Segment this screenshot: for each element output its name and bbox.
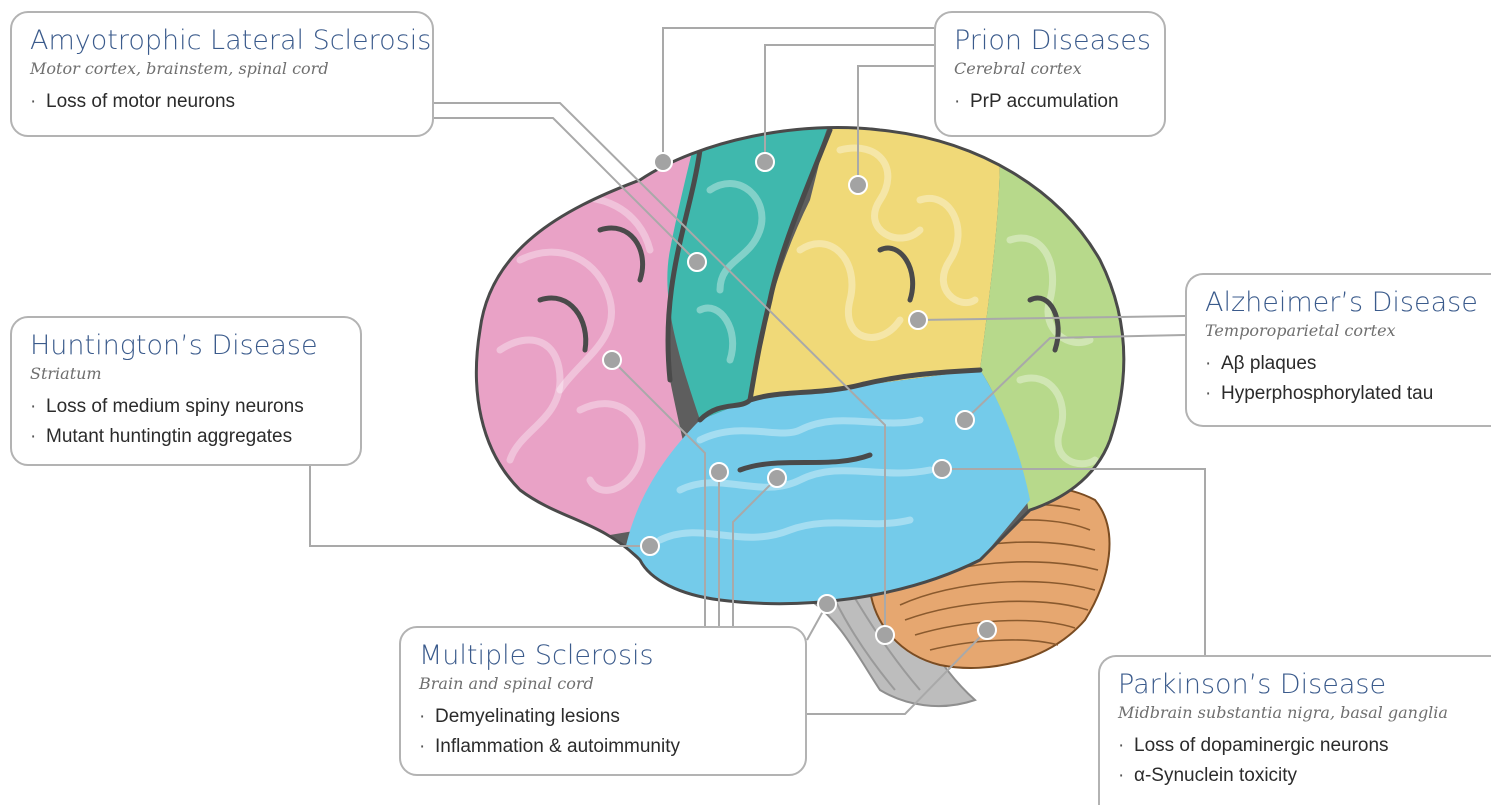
card-subtitle: Temporoparietal cortex bbox=[1205, 319, 1473, 343]
bullet-item: ·Mutant huntingtin aggregates bbox=[30, 422, 342, 452]
card-subtitle: Striatum bbox=[30, 362, 342, 386]
bullet-dot: · bbox=[30, 87, 46, 117]
card-bullets: ·Loss of motor neurons bbox=[30, 87, 414, 117]
bullet-text: Mutant huntingtin aggregates bbox=[46, 426, 292, 447]
card-title: Multiple Sclerosis bbox=[419, 640, 787, 672]
marker-brainstem bbox=[876, 626, 894, 644]
marker-cerebellum bbox=[978, 621, 996, 639]
card-title: Alzheimer’s Disease bbox=[1205, 287, 1473, 319]
card-prion: Prion Diseases Cerebral cortex ·PrP accu… bbox=[934, 11, 1166, 137]
card-title: Amyotrophic Lateral Sclerosis bbox=[30, 25, 414, 57]
bullet-item: ·Inflammation & autoimmunity bbox=[419, 732, 787, 762]
card-parkinson: Parkinson’s Disease Midbrain substantia … bbox=[1098, 655, 1491, 805]
bullet-dot: · bbox=[1118, 731, 1134, 761]
marker-pons bbox=[818, 595, 836, 613]
bullet-text: Loss of motor neurons bbox=[46, 91, 235, 112]
bullet-item: ·α-Synuclein toxicity bbox=[1118, 761, 1473, 791]
card-title: Huntington’s Disease bbox=[30, 330, 342, 362]
bullet-text: Inflammation & autoimmunity bbox=[435, 736, 680, 757]
bullet-text: Demyelinating lesions bbox=[435, 706, 620, 727]
marker-temporal-a bbox=[710, 463, 728, 481]
card-bullets: ·Demyelinating lesions ·Inflammation & a… bbox=[419, 702, 787, 762]
marker-motor-lower bbox=[688, 253, 706, 271]
marker-parietal-upper bbox=[849, 176, 867, 194]
bullet-dot: · bbox=[1118, 761, 1134, 791]
card-bullets: ·Loss of dopaminergic neurons ·α-Synucle… bbox=[1118, 731, 1473, 791]
bullet-item: ·Loss of motor neurons bbox=[30, 87, 414, 117]
card-alzheimer: Alzheimer’s Disease Temporoparietal cort… bbox=[1185, 273, 1491, 427]
bullet-dot: · bbox=[1205, 349, 1221, 379]
marker-temporal-right bbox=[956, 411, 974, 429]
bullet-item: ·Hyperphosphorylated tau bbox=[1205, 379, 1473, 409]
card-subtitle: Brain and spinal cord bbox=[419, 672, 787, 696]
card-subtitle: Motor cortex, brainstem, spinal cord bbox=[30, 57, 414, 81]
marker-motor-upper bbox=[756, 153, 774, 171]
marker-parietal-lower bbox=[909, 311, 927, 329]
bullet-item: ·Loss of dopaminergic neurons bbox=[1118, 731, 1473, 761]
bullet-text: PrP accumulation bbox=[970, 91, 1119, 112]
marker-striatum bbox=[603, 351, 621, 369]
bullet-item: ·Demyelinating lesions bbox=[419, 702, 787, 732]
bullet-dot: · bbox=[419, 732, 435, 762]
card-subtitle: Cerebral cortex bbox=[954, 57, 1146, 81]
bullet-text: Hyperphosphorylated tau bbox=[1221, 383, 1433, 404]
bullet-item: ·PrP accumulation bbox=[954, 87, 1146, 117]
card-bullets: ·Aβ plaques ·Hyperphosphorylated tau bbox=[1205, 349, 1473, 409]
bullet-dot: · bbox=[954, 87, 970, 117]
bullet-dot: · bbox=[30, 422, 46, 452]
marker-temporal-b bbox=[768, 469, 786, 487]
card-bullets: ·PrP accumulation bbox=[954, 87, 1146, 117]
bullet-text: Aβ plaques bbox=[1221, 353, 1316, 374]
card-subtitle: Midbrain substantia nigra, basal ganglia bbox=[1118, 701, 1473, 725]
card-title: Parkinson’s Disease bbox=[1118, 669, 1473, 701]
card-title: Prion Diseases bbox=[954, 25, 1146, 57]
bullet-text: Loss of dopaminergic neurons bbox=[1134, 735, 1389, 756]
card-huntington: Huntington’s Disease Striatum ·Loss of m… bbox=[10, 316, 362, 466]
bullet-dot: · bbox=[1205, 379, 1221, 409]
card-als: Amyotrophic Lateral Sclerosis Motor cort… bbox=[10, 11, 434, 137]
marker-temporal-mid bbox=[933, 460, 951, 478]
bullet-text: α-Synuclein toxicity bbox=[1134, 765, 1297, 786]
card-bullets: ·Loss of medium spiny neurons ·Mutant hu… bbox=[30, 392, 342, 452]
bullet-item: ·Aβ plaques bbox=[1205, 349, 1473, 379]
marker-frontal bbox=[654, 153, 672, 171]
brain-illustration bbox=[460, 120, 1150, 706]
bullet-item: ·Loss of medium spiny neurons bbox=[30, 392, 342, 422]
card-multiple-sclerosis: Multiple Sclerosis Brain and spinal cord… bbox=[399, 626, 807, 776]
marker-temporal-pole bbox=[641, 537, 659, 555]
bullet-dot: · bbox=[30, 392, 46, 422]
bullet-dot: · bbox=[419, 702, 435, 732]
bullet-text: Loss of medium spiny neurons bbox=[46, 396, 304, 417]
